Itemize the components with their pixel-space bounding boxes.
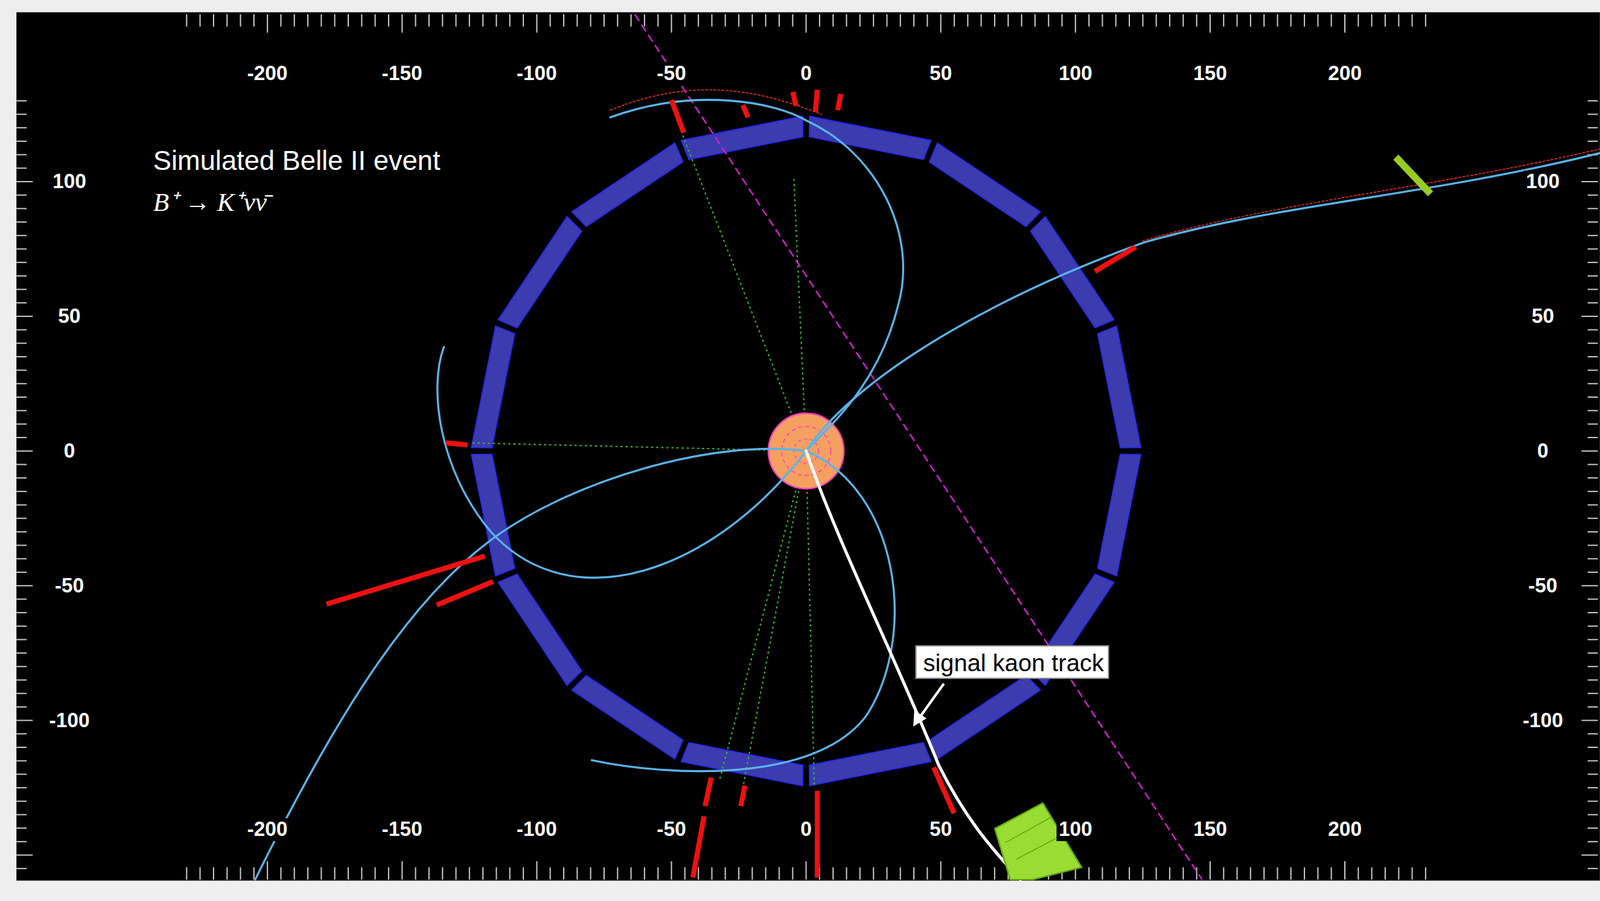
axis-tick-label: 0 [61, 440, 77, 463]
axis-tick-label: 150 [1191, 62, 1229, 85]
axis-tick-label: 0 [798, 818, 814, 841]
klm-hits [994, 156, 1431, 880]
callout-text: signal kaon track [923, 648, 1102, 678]
axis-tick-label: -50 [654, 818, 689, 841]
axis-tick-label: 100 [1523, 170, 1562, 193]
axis-tick-label: 100 [1056, 818, 1095, 841]
axis-tick-label: -100 [47, 709, 92, 732]
ecl-hits [326, 89, 1136, 878]
axis-tick-label: 50 [927, 62, 954, 85]
callout-arrow [913, 683, 944, 727]
callout-box: signal kaon track [915, 645, 1110, 679]
axis-tick-label: -200 [245, 818, 290, 841]
event-title: Simulated Belle II event [152, 145, 441, 177]
axis-tick-label: -150 [380, 818, 425, 841]
axis-tick-label: 150 [1191, 818, 1229, 841]
axis-tick-label: -50 [1526, 574, 1560, 597]
axis-tick-label: -100 [1520, 709, 1565, 732]
axis-tick-label: 100 [50, 170, 89, 193]
axis-tick-label: 200 [1325, 62, 1364, 85]
axis-tick-label: 200 [1325, 818, 1364, 841]
thrust-axis [634, 14, 1202, 880]
axis-tick-label: 0 [1535, 440, 1551, 463]
axis-tick-label: 100 [1056, 62, 1095, 85]
axis-tick-label: 50 [927, 818, 954, 841]
neutral-lines [469, 132, 815, 788]
axis-tick-label: -50 [52, 574, 86, 597]
axis-tick-label: -50 [654, 62, 689, 85]
tracks [255, 89, 1600, 880]
axis-tick-label: 50 [1529, 305, 1556, 328]
display-background [16, 12, 1600, 881]
axis-tick-label: 50 [55, 305, 83, 328]
axis-tick-label: -150 [380, 62, 425, 85]
axis-tick-label: -100 [514, 818, 560, 841]
axis-tick-label: -100 [514, 62, 560, 85]
axis-tick-label: 0 [798, 62, 814, 85]
decay-formula: B⁺ → K⁺νν̄ [152, 182, 267, 219]
axis-tick-label: -200 [245, 62, 290, 85]
